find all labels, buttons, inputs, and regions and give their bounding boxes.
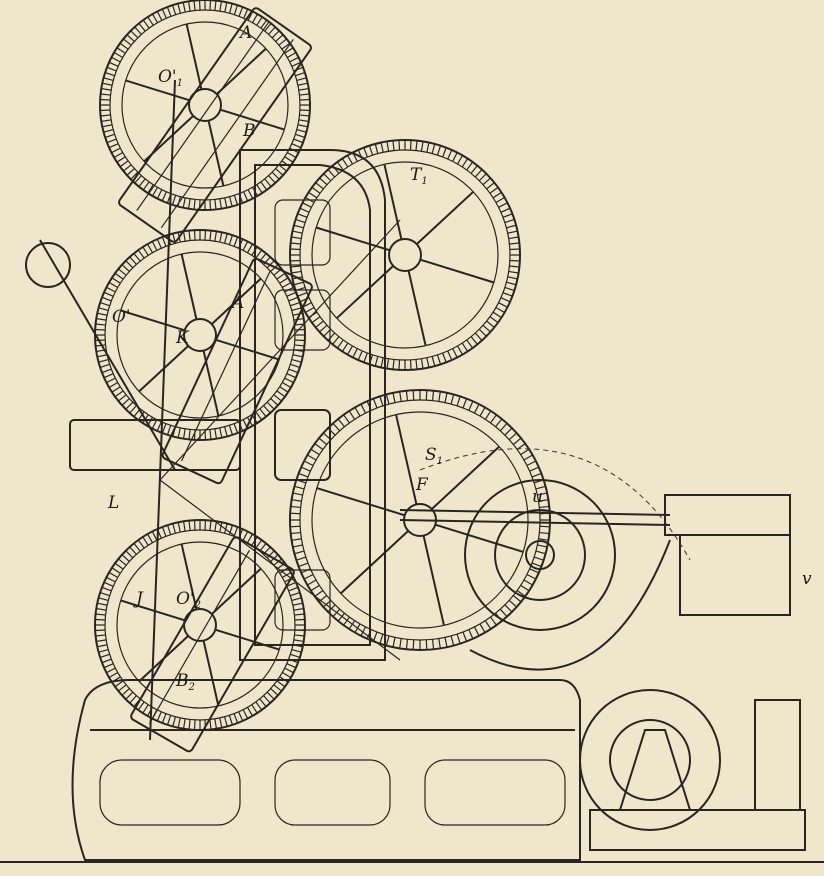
label-o2: O'2 bbox=[176, 589, 201, 611]
frame bbox=[71, 149, 581, 861]
wheel-o1 bbox=[99, 0, 311, 211]
label-l: L bbox=[107, 493, 119, 513]
label-j: J bbox=[133, 589, 144, 609]
sliding-arms bbox=[25, 7, 401, 753]
label-a_top: A bbox=[238, 23, 252, 43]
label-a_mid: A bbox=[230, 293, 244, 313]
wheel-s1 bbox=[289, 389, 551, 651]
label-s1: S1 bbox=[425, 445, 443, 467]
label-b: B bbox=[242, 121, 256, 141]
wheel-o bbox=[94, 229, 306, 441]
wheel-t1 bbox=[289, 139, 521, 371]
label-o1: O'1 bbox=[158, 67, 183, 89]
drive-unit bbox=[399, 448, 806, 851]
label-b2: B2 bbox=[175, 671, 195, 693]
label-f: F bbox=[415, 475, 429, 495]
label-o: O' bbox=[112, 307, 131, 327]
label-v: v bbox=[802, 569, 812, 589]
label-k: K bbox=[175, 328, 190, 348]
label-u: u bbox=[532, 487, 543, 507]
wheel-j bbox=[94, 519, 306, 731]
label-t1: T1 bbox=[410, 165, 428, 187]
